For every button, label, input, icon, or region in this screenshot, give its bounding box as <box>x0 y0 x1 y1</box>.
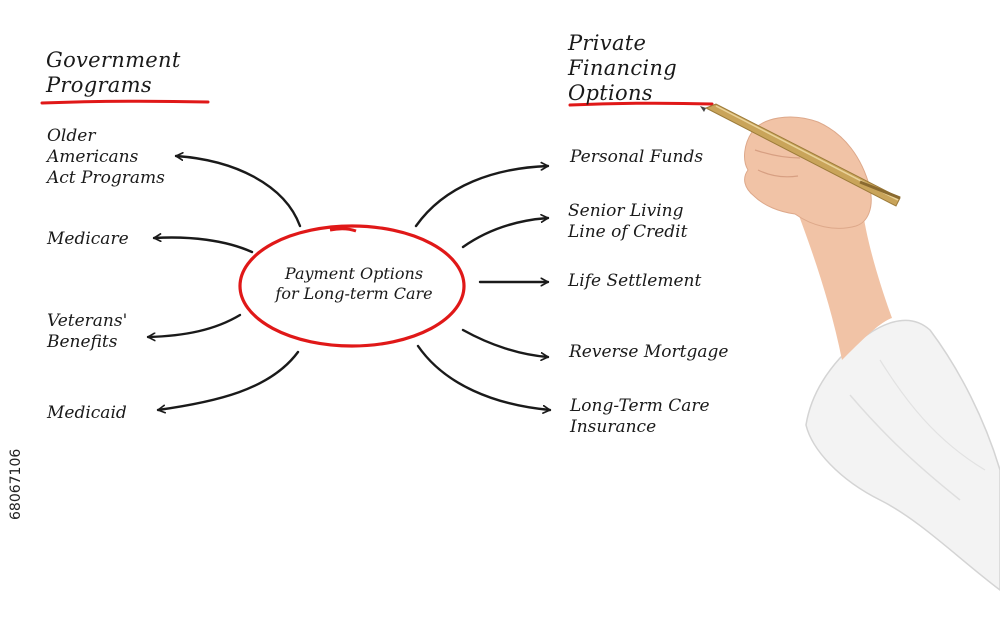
arrow-to-personal-funds <box>414 166 550 228</box>
right-heading-line: Private <box>568 31 647 55</box>
node-line: Benefits <box>47 332 118 352</box>
arrow-to-reverse-mortgage <box>461 328 550 357</box>
stock-id-label: 68067106 <box>8 448 24 520</box>
left-heading-underline <box>40 99 210 105</box>
node-line: Insurance <box>570 417 657 437</box>
node-line: Veterans' <box>47 311 128 331</box>
center-label-line: Payment Options <box>284 264 424 283</box>
right-heading-line: Financing <box>568 56 678 80</box>
hand <box>744 116 872 229</box>
left-heading-line: Government <box>46 48 181 72</box>
node-line: Older <box>47 126 96 146</box>
right-heading-underline <box>568 101 714 107</box>
node-ltc-insurance: Long-Term Care Insurance <box>570 396 710 438</box>
left-heading: Government Programs <box>46 48 181 98</box>
arm <box>795 205 892 360</box>
center-ellipse <box>238 224 466 348</box>
node-line: Long-Term Care <box>570 396 710 416</box>
left-heading-line: Programs <box>46 73 152 97</box>
center-label-line: for Long-term Care <box>275 284 433 303</box>
center-label: Payment Options for Long-term Care <box>244 264 464 304</box>
node-line: Act Programs <box>47 168 165 188</box>
sleeve <box>805 319 1000 591</box>
arrow-to-senior-living <box>461 218 550 249</box>
node-reverse-mortgage: Reverse Mortgage <box>569 342 729 362</box>
node-line: Senior Living <box>568 201 684 221</box>
right-heading: Private Financing Options <box>568 31 677 106</box>
node-life-settlement: Life Settlement <box>568 271 702 291</box>
right-heading-line: Options <box>568 81 653 105</box>
arrow-to-older-americans <box>174 156 302 228</box>
node-older-americans: Older Americans Act Programs <box>47 126 165 189</box>
node-veterans-benefits: Veterans' Benefits <box>47 311 127 353</box>
node-personal-funds: Personal Funds <box>570 147 704 167</box>
arrow-to-veterans <box>146 313 242 337</box>
node-line: Americans <box>47 147 139 167</box>
arrow-to-ltc-insurance <box>416 344 552 410</box>
node-line: Line of Credit <box>568 222 688 242</box>
node-medicare: Medicare <box>47 229 129 249</box>
arrow-to-medicaid <box>156 350 300 410</box>
pen <box>700 103 901 207</box>
node-medicaid: Medicaid <box>47 403 127 423</box>
node-senior-living: Senior Living Line of Credit <box>568 201 687 243</box>
arrow-to-medicare <box>152 238 254 254</box>
